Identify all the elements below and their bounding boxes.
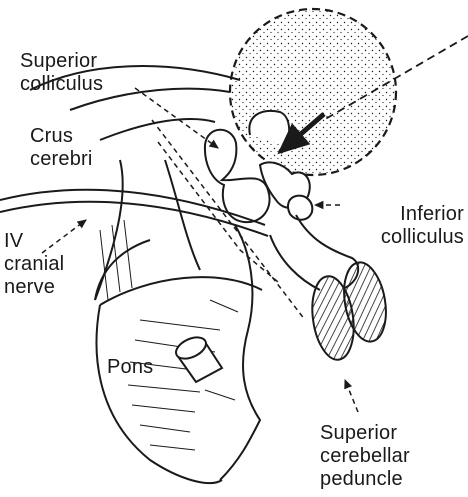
label-iv-cranial-nerve-line2: cranial	[4, 253, 64, 276]
label-scp-line3: peduncle	[320, 468, 410, 491]
label-pons-text: Pons	[107, 356, 153, 379]
label-inferior-colliculus: Inferior colliculus	[330, 203, 464, 249]
label-superior-colliculus: Superior colliculus	[20, 50, 103, 96]
label-pons: Pons	[107, 356, 153, 379]
label-iv-cranial-nerve-line1: IV	[4, 230, 64, 253]
label-iv-cranial-nerve-line3: nerve	[4, 276, 64, 299]
pons-cut-stump	[173, 333, 222, 382]
label-scp-line2: cerebellar	[320, 445, 410, 468]
label-superior-colliculus-line2: colliculus	[20, 73, 103, 96]
superior-cerebellar-peduncle	[307, 259, 391, 362]
label-superior-colliculus-line1: Superior	[20, 50, 103, 73]
label-inferior-colliculus-line1: Inferior	[330, 203, 464, 226]
label-crus-cerebri-line1: Crus	[30, 125, 93, 148]
brainstem-body	[95, 215, 358, 483]
label-scp-line1: Superior	[320, 422, 410, 445]
label-inferior-colliculus-line2: colliculus	[330, 226, 464, 249]
label-superior-cerebellar-peduncle: Superior cerebellar peduncle	[320, 422, 410, 491]
label-iv-cranial-nerve: IV cranial nerve	[4, 230, 64, 299]
label-crus-cerebri-line2: cerebri	[30, 148, 93, 171]
label-crus-cerebri: Crus cerebri	[30, 125, 93, 171]
